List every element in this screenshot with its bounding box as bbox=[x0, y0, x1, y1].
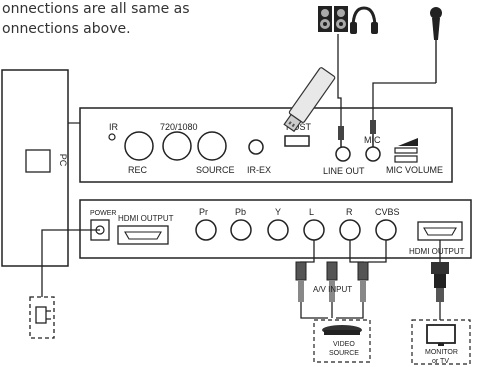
video-source-line-2: SOURCE bbox=[329, 350, 359, 357]
bottom-panel: POWER HDMI OUTPUT Pr Pb Y L R CVBS HDMI … bbox=[79, 199, 472, 259]
monitor-line-1: MONITOR bbox=[425, 349, 458, 356]
pb-label: Pb bbox=[235, 207, 246, 217]
monitor-line-2: or TV bbox=[432, 358, 449, 365]
source-button bbox=[197, 131, 227, 161]
pr-label: Pr bbox=[199, 207, 208, 217]
hdmi-output-left-port bbox=[117, 225, 169, 245]
hdmi-output-right-label: HDMI OUTPUT bbox=[409, 247, 465, 256]
host-usb-port bbox=[284, 135, 310, 147]
power-label: POWER bbox=[90, 210, 116, 217]
pc-label: PC bbox=[58, 154, 68, 167]
usb-drive-icon bbox=[283, 67, 336, 133]
monitor-icon bbox=[411, 319, 471, 365]
av-input-label: A/V INPUT bbox=[313, 285, 352, 294]
power-cable bbox=[41, 229, 100, 297]
note-line-1: onnections are all same as bbox=[2, 1, 190, 17]
mic-jack bbox=[365, 146, 381, 162]
rec-button bbox=[124, 131, 154, 161]
hdmi-output-right-port bbox=[417, 221, 463, 241]
resolution-label: 720/1080 bbox=[160, 122, 198, 132]
microphone-icon bbox=[430, 7, 442, 83]
note-line-2: onnections above. bbox=[2, 21, 131, 37]
line-out-jack bbox=[335, 146, 351, 162]
power-adapter-icon bbox=[29, 296, 55, 339]
ir-ex-port bbox=[248, 139, 264, 155]
source-label: SOURCE bbox=[196, 165, 235, 175]
ir-ex-label: IR-EX bbox=[247, 165, 271, 175]
rec-label: REC bbox=[128, 165, 148, 175]
ir-sensor bbox=[108, 133, 116, 141]
mic-volume-slider-icon bbox=[394, 138, 418, 163]
mic-cable bbox=[372, 82, 436, 120]
line-out-label: LINE OUT bbox=[323, 166, 365, 176]
headphones-icon bbox=[350, 6, 378, 34]
line-out-cable bbox=[337, 34, 342, 126]
pr-jack bbox=[195, 219, 217, 241]
pc-box: PC bbox=[1, 69, 69, 267]
l-jack bbox=[303, 219, 325, 241]
rca-plugs-icon bbox=[295, 240, 387, 319]
resolution-button bbox=[162, 131, 192, 161]
y-label: Y bbox=[275, 207, 281, 217]
y-jack bbox=[267, 219, 289, 241]
video-source-line-1: VIDEO bbox=[333, 341, 355, 348]
mic-volume-label: MIC VOLUME bbox=[386, 165, 443, 175]
ir-label: IR bbox=[109, 122, 119, 132]
r-jack bbox=[339, 219, 361, 241]
cvbs-label: CVBS bbox=[375, 207, 400, 217]
top-panel: IR 720/1080 REC SOURCE IR-EX HOST LINE O… bbox=[79, 107, 453, 183]
cvbs-jack bbox=[375, 219, 397, 241]
video-source-device-icon bbox=[313, 319, 371, 363]
l-label: L bbox=[309, 207, 314, 217]
speakers-icon bbox=[318, 6, 348, 32]
pb-jack bbox=[230, 219, 252, 241]
host-label: HOST bbox=[286, 122, 312, 132]
hdmi-plug-icon bbox=[431, 240, 449, 320]
r-label: R bbox=[346, 207, 353, 217]
hdmi-output-left-label: HDMI OUTPUT bbox=[118, 214, 174, 223]
